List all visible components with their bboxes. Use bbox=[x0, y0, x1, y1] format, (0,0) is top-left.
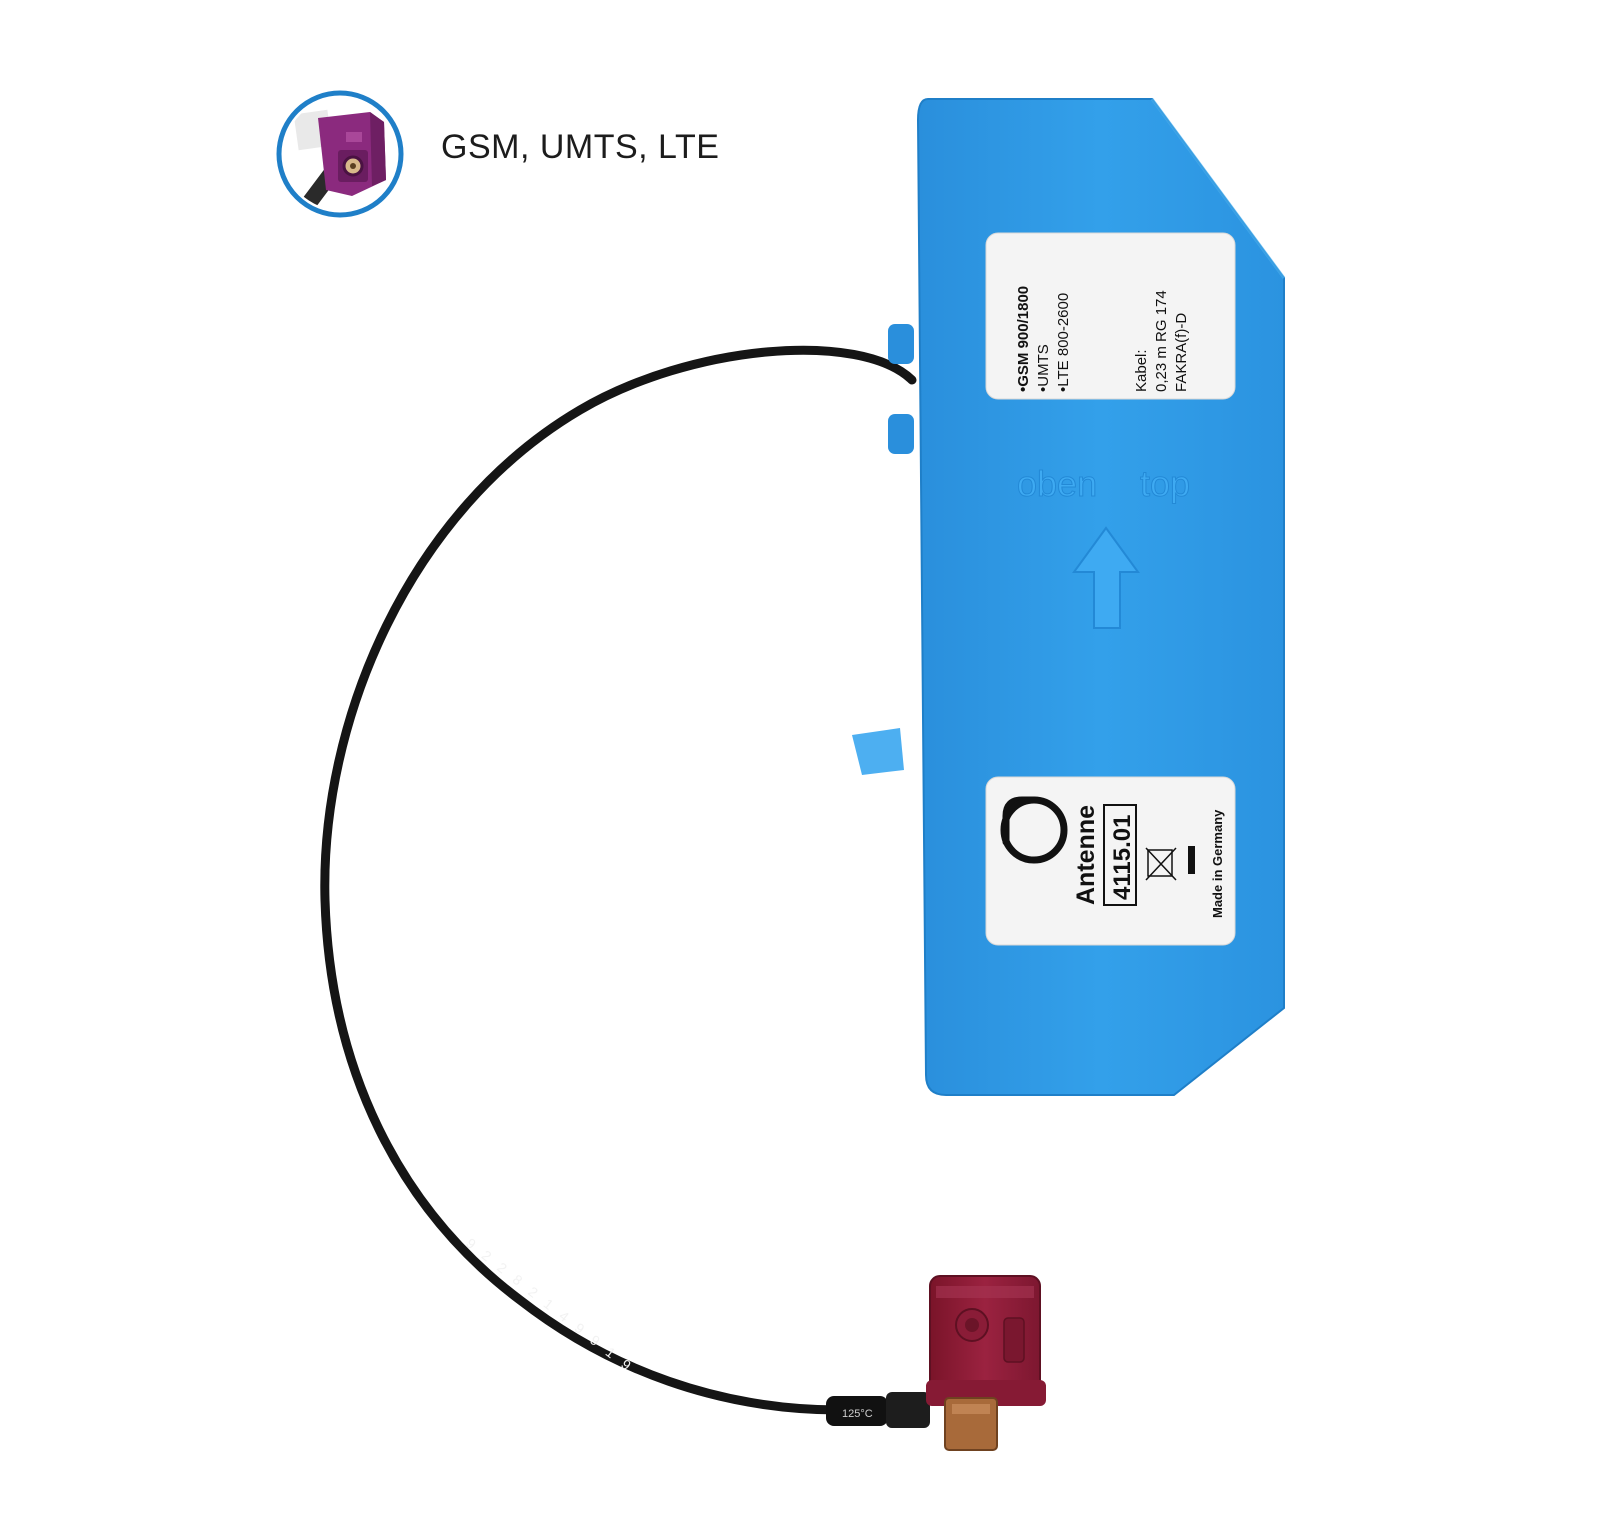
embossed-word-top: top bbox=[1140, 463, 1190, 504]
part-number: 4115.01 bbox=[1109, 815, 1136, 900]
antenna-housing: oben top •GSM 900/1800 •UMTS •LTE 800-26… bbox=[916, 98, 1286, 1096]
spec-line-cable-type: 0,23 m RG 174 bbox=[1153, 290, 1170, 392]
antenna-cable: 9 2 2 8 2 1 4 9 9 1 9 bbox=[320, 345, 917, 1415]
spec-line-umts: •UMTS bbox=[1035, 344, 1052, 392]
fakra-connector-icon bbox=[284, 98, 396, 210]
up-arrow-icon bbox=[1072, 526, 1140, 629]
weee-bin-icon bbox=[1145, 846, 1195, 881]
cable-print: 9 2 2 8 2 1 4 9 9 1 9 bbox=[463, 1235, 637, 1376]
part-number-box bbox=[1103, 804, 1137, 906]
spec-line-lte: •LTE 800-2600 bbox=[1055, 293, 1072, 392]
spec-line-connector: FAKRA(f)-D bbox=[1173, 313, 1190, 392]
brand-product-name: Antenne bbox=[1072, 805, 1100, 905]
sleeve-print: 125°C bbox=[842, 1408, 873, 1420]
connector-badge bbox=[276, 90, 404, 218]
fakra-plug: 125°C bbox=[826, 1275, 1046, 1451]
spec-line-cable-heading: Kabel: bbox=[1133, 349, 1150, 392]
band-caption: GSM, UMTS, LTE bbox=[441, 128, 720, 166]
spec-label: •GSM 900/1800 •UMTS •LTE 800-2600 Kabel:… bbox=[985, 232, 1236, 400]
embossed-word-oben: oben bbox=[1017, 463, 1097, 504]
spec-line-gsm: •GSM 900/1800 bbox=[1015, 286, 1032, 392]
brand-label: Antenne 4115.01 Made in Germany bbox=[985, 776, 1236, 946]
mounting-clips bbox=[852, 324, 914, 775]
brand-logo-icon bbox=[1000, 796, 1068, 864]
origin-text: Made in Germany bbox=[1210, 809, 1225, 918]
